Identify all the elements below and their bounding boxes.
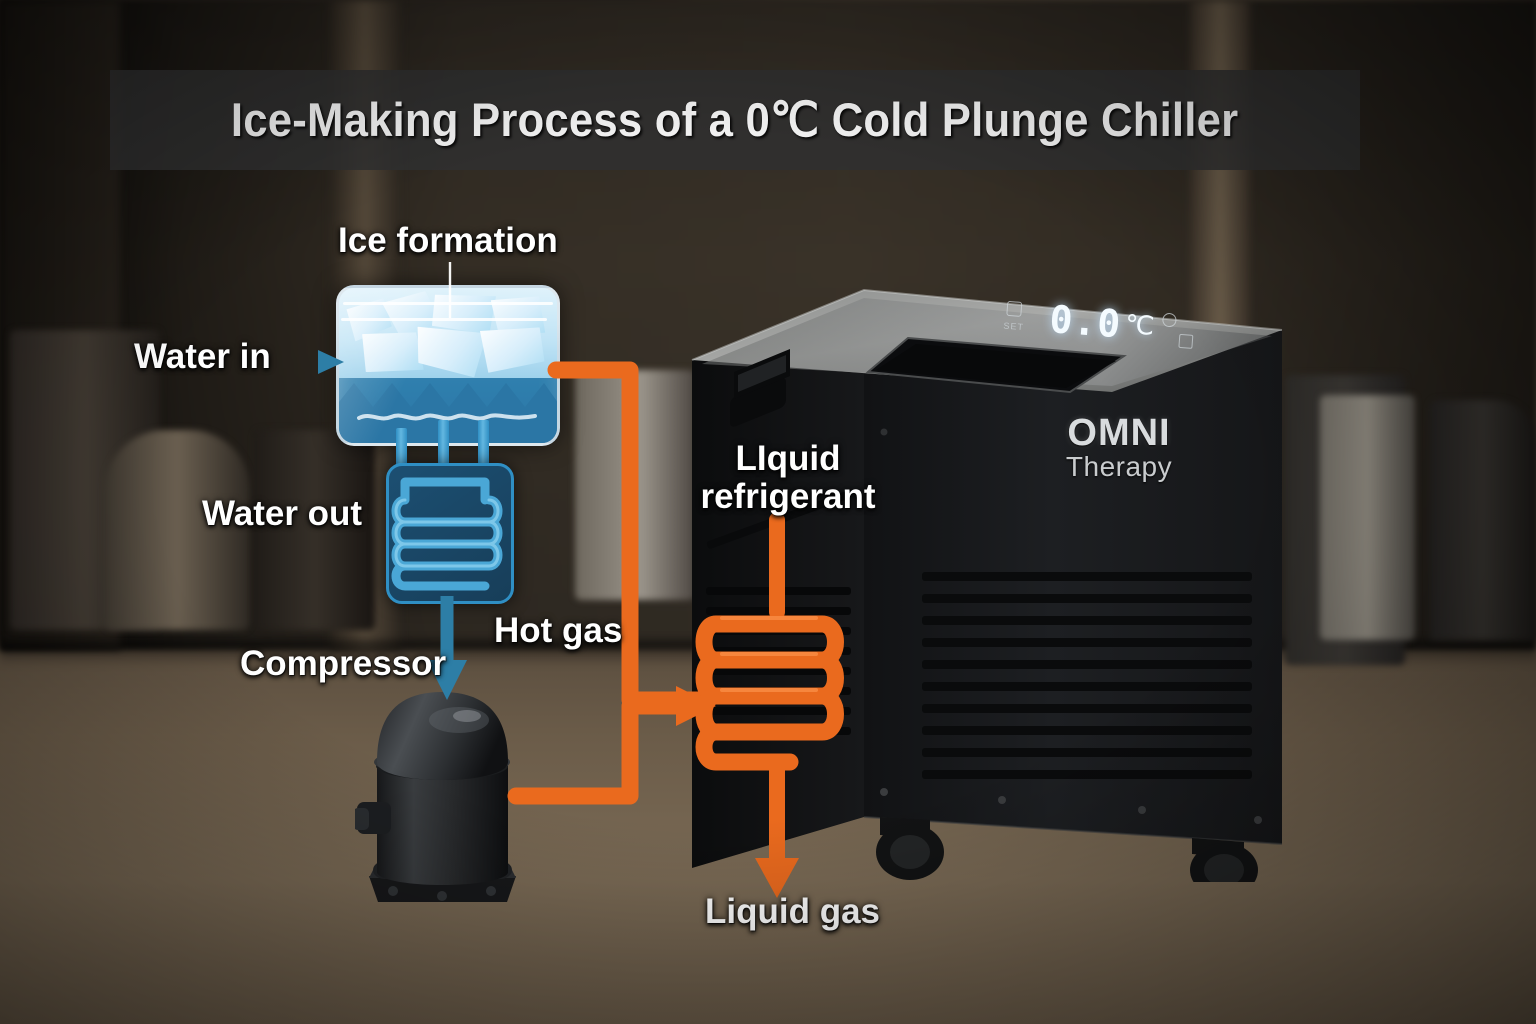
label-liquid-gas: Liquid gas [705,892,880,931]
condenser-coil [695,615,844,771]
hot-gas-pipe [547,361,709,709]
water-in-arrow [284,350,344,374]
liquid-gas-arrow [755,760,799,898]
label-hot-gas: Hot gas [494,611,623,650]
label-ice-formation: Ice formation [338,221,558,260]
label-water-in: Water in [134,337,271,376]
label-water-out: Water out [202,494,363,533]
compressor-to-condenser-pipe [507,697,699,805]
label-compressor: Compressor [240,644,447,683]
label-liquid-refrigerant: LIquid refrigerant [700,439,876,516]
